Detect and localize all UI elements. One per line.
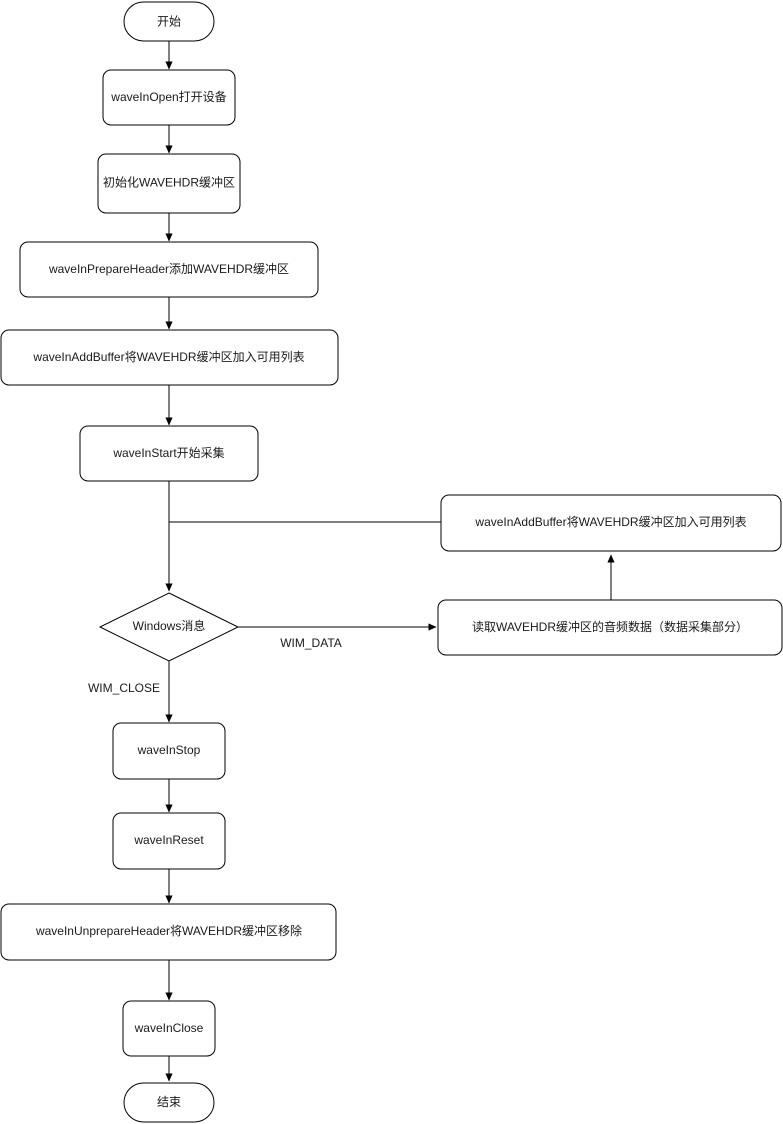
node-waveinopen[interactable]: waveInOpen打开设备 <box>102 69 236 126</box>
node-addbuffer-loop-shape <box>440 494 782 552</box>
node-start-shape <box>123 1 215 42</box>
node-unprepareheader-label: waveInUnprepareHeader将WAVEHDR缓冲区移除 <box>35 923 302 938</box>
node-waveinreset-label: waveInReset <box>133 833 204 847</box>
node-waveinclose-label: waveInClose <box>134 1021 204 1035</box>
node-read-audio-data-label: 读取WAVEHDR缓冲区的音频数据（数据采集部分） <box>472 619 748 634</box>
node-addbuffer-label: waveInAddBuffer将WAVEHDR缓冲区加入可用列表 <box>32 349 304 364</box>
node-init-wavehdr-shape <box>97 153 241 214</box>
node-waveinstop-label: waveInStop <box>137 743 201 757</box>
node-read-audio-data[interactable]: 读取WAVEHDR缓冲区的音频数据（数据采集部分） <box>437 599 783 656</box>
node-decision-label: Windows消息 <box>133 618 206 633</box>
node-start[interactable]: 开始 <box>123 1 215 42</box>
node-waveinstart-shape <box>79 425 259 482</box>
node-prepareheader-label: waveInPrepareHeader添加WAVEHDR缓冲区 <box>48 261 289 276</box>
node-prepareheader-shape <box>19 241 319 298</box>
node-init-wavehdr-label: 初始化WAVEHDR缓冲区 <box>103 175 235 190</box>
node-waveinreset[interactable]: waveInReset <box>112 812 226 870</box>
edge-label-wim-data: WIM_DATA <box>280 636 342 650</box>
node-waveinreset-shape <box>112 812 226 870</box>
edge-layer <box>165 41 615 1082</box>
node-waveinclose-shape <box>122 1000 216 1057</box>
node-read-audio-data-shape <box>437 599 783 656</box>
node-addbuffer-loop-label: waveInAddBuffer将WAVEHDR缓冲区加入可用列表 <box>474 514 746 529</box>
node-decision-shape <box>98 592 240 662</box>
node-unprepareheader-shape <box>0 903 337 961</box>
node-waveinstop-shape <box>112 722 226 780</box>
node-waveinopen-label: waveInOpen打开设备 <box>110 90 226 104</box>
node-waveinstart-label: waveInStart开始采集 <box>112 445 224 460</box>
node-waveinstop[interactable]: waveInStop <box>112 722 226 780</box>
node-addbuffer[interactable]: waveInAddBuffer将WAVEHDR缓冲区加入可用列表 <box>0 329 339 386</box>
node-end-shape <box>123 1082 215 1123</box>
node-addbuffer-shape <box>0 329 339 386</box>
node-end-label: 结束 <box>157 1095 181 1109</box>
node-unprepareheader[interactable]: waveInUnprepareHeader将WAVEHDR缓冲区移除 <box>0 903 337 961</box>
edge-label-wim-close: WIM_CLOSE <box>88 681 160 695</box>
node-start-label: 开始 <box>157 15 181 29</box>
node-waveinstart[interactable]: waveInStart开始采集 <box>79 425 259 482</box>
node-waveinopen-shape <box>102 69 236 126</box>
node-prepareheader[interactable]: waveInPrepareHeader添加WAVEHDR缓冲区 <box>19 241 319 298</box>
node-addbuffer-loop[interactable]: waveInAddBuffer将WAVEHDR缓冲区加入可用列表 <box>440 494 782 552</box>
node-waveinclose[interactable]: waveInClose <box>122 1000 216 1057</box>
node-init-wavehdr[interactable]: 初始化WAVEHDR缓冲区 <box>97 153 241 214</box>
node-end[interactable]: 结束 <box>123 1082 215 1123</box>
node-decision-windows-message[interactable]: Windows消息 <box>98 592 240 662</box>
